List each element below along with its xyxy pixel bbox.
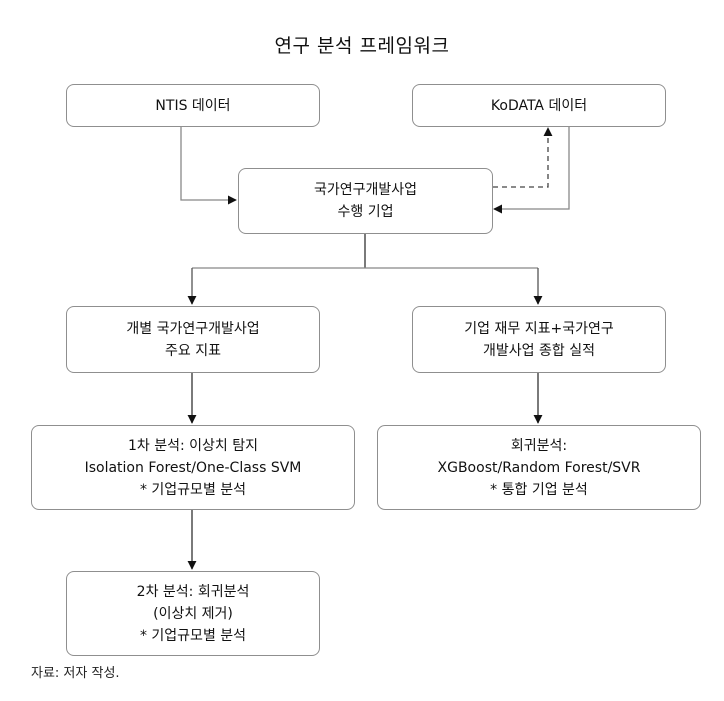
node-second-analysis: 2차 분석: 회귀분석 (이상치 제거) * 기업규모별 분석	[66, 571, 320, 656]
node-regression-line-1: 회귀분석:	[510, 437, 568, 454]
node-second-analysis-line-1: 2차 분석: 회귀분석	[136, 583, 250, 600]
node-indicators-line-2: 주요 지표	[165, 342, 221, 359]
node-combined-line-2: 개발사업 종합 실적	[483, 342, 595, 359]
node-first-analysis-line-1: 1차 분석: 이상치 탐지	[127, 437, 258, 454]
node-kodata-data: KoDATA 데이터	[412, 84, 666, 127]
node-indicators-line-1: 개별 국가연구개발사업	[126, 320, 260, 337]
node-combined-performance: 기업 재무 지표+국가연구 개발사업 종합 실적	[412, 306, 666, 373]
node-regression-line-2: XGBoost/Random Forest/SVR	[437, 459, 641, 476]
node-kodata-line-1: KoDATA 데이터	[490, 97, 588, 114]
node-firms-line-2: 수행 기업	[337, 204, 394, 220]
edge-ntis-to-firms	[180, 126, 237, 205]
node-first-analysis-line-3: * 기업규모별 분석	[139, 481, 247, 498]
node-second-analysis-line-2: (이상치 제거)	[153, 605, 233, 622]
source-note: 자료: 저자 작성.	[31, 666, 120, 681]
diagram-title: 연구 분석 프레임워크	[274, 35, 450, 57]
node-ntis-line-1: NTIS 데이터	[155, 97, 231, 114]
edge-kodata-to-firms	[493, 126, 570, 214]
node-first-analysis: 1차 분석: 이상치 탐지 Isolation Forest/One-Class…	[31, 425, 355, 510]
node-regression-analysis: 회귀분석: XGBoost/Random Forest/SVR * 통합 기업 …	[377, 425, 701, 510]
node-second-analysis-line-3: * 기업규모별 분석	[139, 627, 247, 644]
node-regression-line-3: * 통합 기업 분석	[490, 481, 588, 498]
node-project-indicators: 개별 국가연구개발사업 주요 지표	[66, 306, 320, 373]
node-ntis-data: NTIS 데이터	[66, 84, 320, 127]
edge-firms-to-kodata	[493, 127, 553, 188]
node-rnd-firms: 국가연구개발사업 수행 기업	[238, 168, 493, 234]
node-first-analysis-line-2: Isolation Forest/One-Class SVM	[84, 459, 302, 476]
node-combined-line-1: 기업 재무 지표+국가연구	[464, 320, 614, 337]
node-firms-line-1: 국가연구개발사업	[313, 182, 418, 198]
